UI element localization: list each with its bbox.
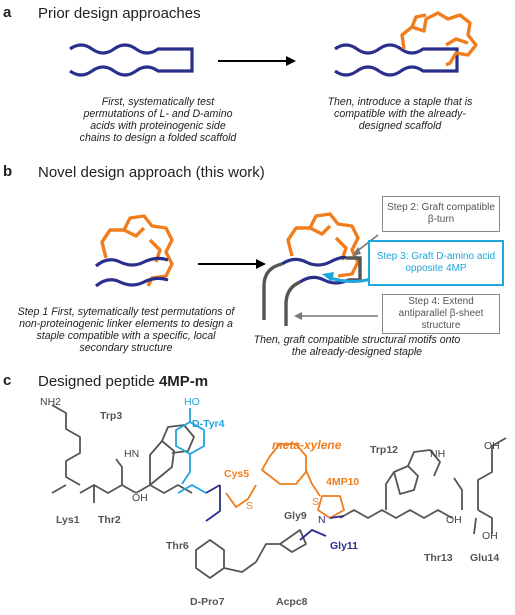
panel-a-heading: Prior design approaches — [38, 5, 201, 22]
caption-a-right: Then, introduce a staple that is compati… — [327, 96, 473, 132]
residue-trp3: Trp3 — [100, 410, 123, 422]
residue-4mp10: 4MP10 — [326, 476, 360, 488]
residue-thr2: Thr2 — [98, 514, 121, 526]
dtyr4-structure — [175, 408, 207, 494]
step3-box: Step 3: Graft D-amino acid opposite 4MP — [368, 240, 504, 286]
residue-cys5: Cys5 — [224, 468, 250, 480]
residue-trp12: Trp12 — [370, 444, 399, 456]
atom-oh-thr2: OH — [132, 492, 148, 504]
residue-acpc8: Acpc8 — [276, 596, 308, 608]
scaffold-left-a — [69, 43, 194, 77]
staple-a — [400, 11, 478, 67]
atom-nh: NH — [430, 448, 446, 460]
staple-b-left — [100, 214, 174, 287]
panel-b-label: b — [3, 163, 13, 180]
atom-oh-cterm: OH — [482, 530, 498, 542]
strands-b-right — [281, 255, 349, 285]
beta-turn-gray — [262, 256, 362, 326]
residue-gly11: Gly11 — [330, 540, 359, 552]
caption-b-right: Then, graft compatible structural motifs… — [253, 334, 461, 358]
residue-gly9: Gly9 — [284, 510, 307, 522]
atom-nh2: NH2 — [40, 396, 62, 408]
panel-c-heading: Designed peptide 4MP-m — [38, 373, 209, 390]
residue-lys1: Lys1 — [56, 514, 80, 526]
step4-box: Step 4: Extend antiparallel β-sheet stru… — [382, 294, 500, 334]
atom-n-4mp: N — [318, 514, 326, 526]
panel-b-heading: Novel design approach (this work) — [38, 164, 265, 181]
molecule-gray — [51, 404, 507, 579]
residue-glu14: Glu14 — [470, 552, 500, 564]
staple-structure-c — [225, 443, 345, 519]
backbone-dark — [205, 484, 345, 541]
step2-box: Step 2: Graft compatible β-turn — [382, 196, 500, 232]
panel-c-label: c — [3, 372, 12, 389]
atom-oh-glu: OH — [484, 440, 500, 452]
caption-b-left: Step 1 First, sytematically test permuta… — [17, 306, 235, 354]
residue-thr13: Thr13 — [424, 552, 453, 564]
atom-hn: HN — [124, 448, 140, 460]
atom-oh-thr13: OH — [446, 514, 462, 526]
strands-b-left — [94, 256, 169, 288]
atom-s-4mp: S — [312, 496, 320, 508]
residue-thr6: Thr6 — [166, 540, 189, 552]
residue-dtyr4: D-Tyr4 — [192, 418, 225, 430]
panel-a-label: a — [3, 4, 12, 21]
linker-label: meta-xylene — [272, 438, 342, 452]
scaffold-right-a — [334, 43, 459, 77]
residue-dpro7: D-Pro7 — [190, 596, 225, 608]
caption-a-left: First, systematically test permutations … — [79, 96, 237, 144]
atom-ho: HO — [184, 396, 200, 408]
staple-b-right — [286, 212, 360, 278]
atom-s-cys5: S — [246, 500, 254, 512]
